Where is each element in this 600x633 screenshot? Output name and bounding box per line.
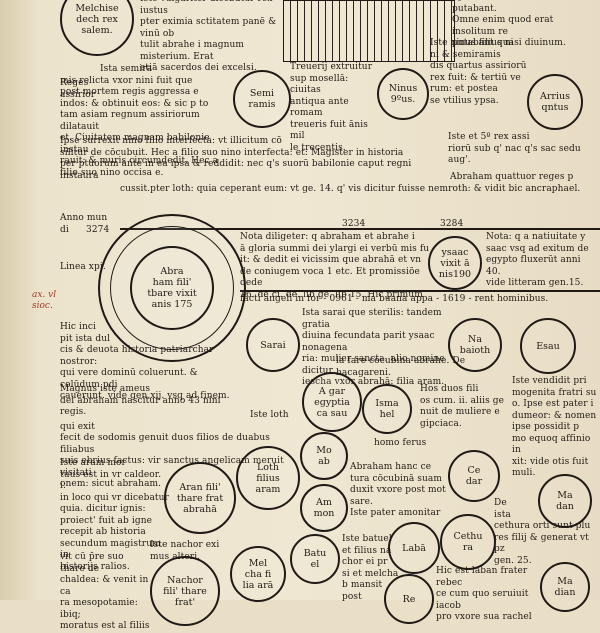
circle-ismael: Isma hel xyxy=(362,384,412,434)
text-nota2: Nota: q a natiuitate y saac vsq ad exitu… xyxy=(486,232,589,288)
text-iste-vendidit: Iste vendidit pri mogenita fratri su o. … xyxy=(512,376,597,478)
label-reges: Reges assirior xyxy=(60,78,96,100)
text-agar: la fare cōcubina abrahe. De hacagareni. xyxy=(336,356,466,378)
rule-mid xyxy=(240,290,600,292)
circle-nachor: Nachor fili' thare frat' xyxy=(150,556,220,626)
value-num-left: 3234 xyxy=(342,219,366,229)
circle-re: Re xyxy=(384,574,434,624)
circle-sarai: Sarai xyxy=(246,318,300,372)
label-anno-mundi: Anno mun di xyxy=(60,213,108,235)
text-nota: Nota diligeter: q abraham et abrahe i ā … xyxy=(240,232,430,300)
circle-batuel: Batu el xyxy=(290,534,340,584)
circle-madian: Ma dian xyxy=(540,562,590,612)
circle-madan: Ma dan xyxy=(538,474,592,528)
text-top-right: Symbolum est in Ecclesia putabant. Omne … xyxy=(452,0,571,48)
circle-melchisedech: Melchise dech rex salem. xyxy=(60,0,134,56)
text-angels: facti angeli in for - 0961 - ma buana ap… xyxy=(240,294,549,304)
text-left-bottom: vit cū p̄re suo thare de chaldea: & veni… xyxy=(60,552,150,631)
value-anno: 3274 xyxy=(86,225,110,235)
circle-semiramis: Semi ramis xyxy=(233,70,291,128)
circle-ninus: Ninus 9ºus. xyxy=(377,68,429,120)
text-abraham-hanc: Abraham hanc ce tura cōcubinā suam duxit… xyxy=(350,462,446,507)
text-hic-incipit: Hic inci pit ista dul cis & deuota histo… xyxy=(60,322,230,401)
text-semiramis: Ista semira mis relicta vxor nini fuit q… xyxy=(60,64,219,178)
circle-cethura: Cethu ra xyxy=(440,514,496,570)
circle-abraham: Abra ham fili' tbare vixit anis 175 xyxy=(130,246,214,330)
circle-nabaioth: Na baioth xyxy=(448,318,502,372)
circle-aram: Aran fili' thare frat abrahā xyxy=(164,462,236,534)
text-magnus: Magnus iste ameus dei abraham nascitur a… xyxy=(60,384,221,417)
text-aram: Iste aram mor tuus est in vr caldeor. i.… xyxy=(60,458,169,572)
text-pater-amonitar: Iste pater amonitar xyxy=(350,508,441,518)
rule-top xyxy=(120,228,600,230)
text-arrius: Iste et 5º rex assi riorū sub q' nac q's… xyxy=(448,132,581,165)
red-note-left: ax. vl sioc. xyxy=(32,290,57,311)
text-main-para: Ipse surrexit nino filio interfecta: vt … xyxy=(60,136,412,181)
text-hic-laban: Hic est laban frater rebec ce cum quo se… xyxy=(436,566,532,622)
woodcut-illustration xyxy=(283,0,455,62)
text-ninus: Iste ninus filius ni ni & semiramis dis … xyxy=(430,38,527,106)
circle-cedar: Ce dar xyxy=(448,450,500,502)
circle-ysaac: ysaac vixit ā nis190 xyxy=(428,236,482,290)
text-abraham-kings: Abraham quattuor reges p cussit.pter lot… xyxy=(120,172,581,194)
circle-agar: A gar egyptia ca sau xyxy=(302,372,362,432)
text-hos-duos: Hos duos fili os cum. ii. aliis ge nuit … xyxy=(420,384,505,429)
circle-ammon: Am mon xyxy=(300,484,348,532)
circle-arrius: Arrius qntus xyxy=(527,74,583,130)
circle-loth: Loth filius aram xyxy=(236,446,300,510)
text-homo-ferus: homo ferus xyxy=(374,438,427,448)
circle-melcha: Mel cha fi lia arā xyxy=(230,546,286,602)
text-melchisedech: Iste vulgariter dicebatur rex iustus pte… xyxy=(140,0,277,73)
circle-moab: Mo ab xyxy=(300,432,348,480)
circle-esau: Esau xyxy=(520,318,576,374)
text-cetura: De ista cethura orti sunt plu res filij … xyxy=(494,498,591,566)
text-batuel: Iste batuel et filius na chor ei pr si e… xyxy=(342,534,399,602)
label-linea: Linea xpi. xyxy=(60,262,106,272)
circle-laban: Labā xyxy=(388,522,440,574)
text-treveri: Treuerij extruitur sup mosellā: ciuitas … xyxy=(290,62,373,153)
value-num-right: 3284 xyxy=(440,219,464,229)
